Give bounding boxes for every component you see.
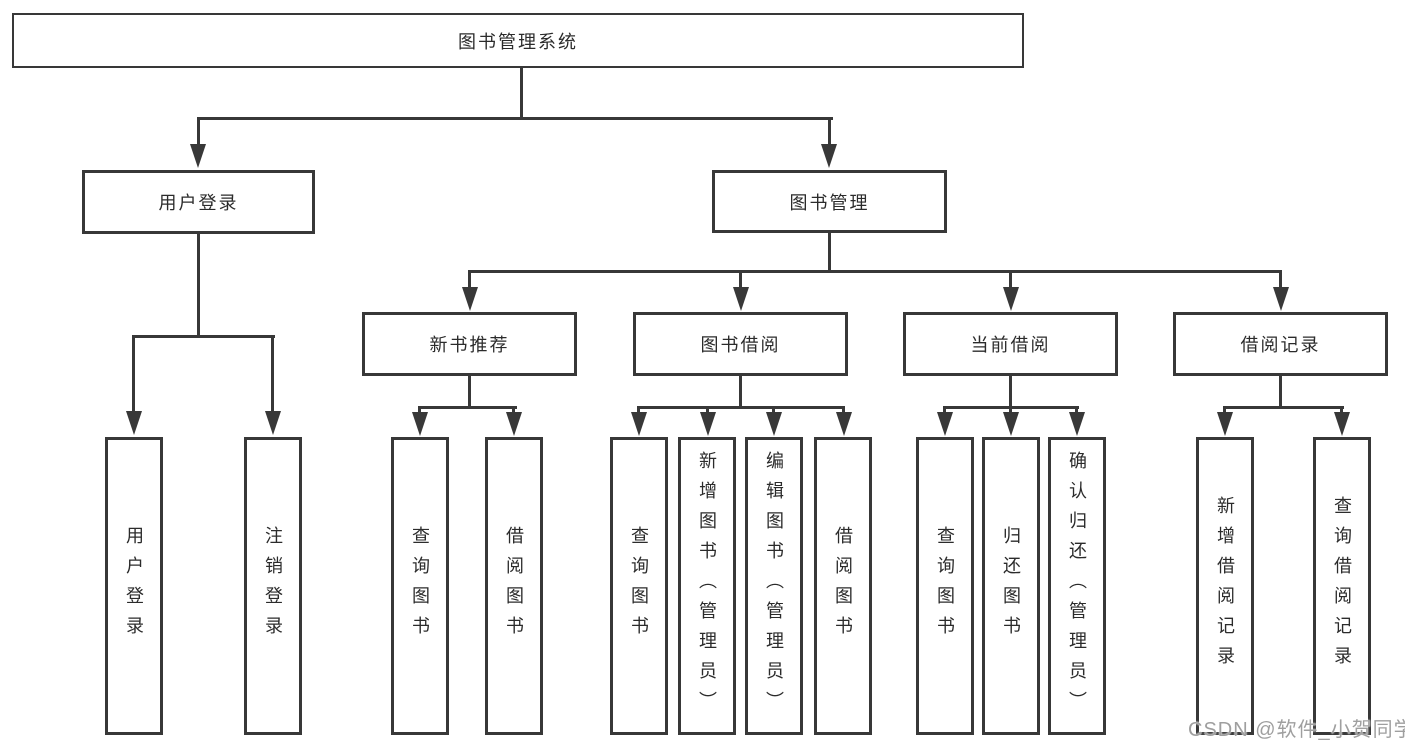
connector-drop (1009, 376, 1012, 408)
leaf-confirm-return-admin: 确认归还（管理员） (1048, 437, 1106, 735)
leaf-borrow-books: 借阅图书 (485, 437, 543, 735)
connector-rail (637, 406, 845, 409)
arrow-down-icon (1334, 412, 1350, 436)
arrow-down-icon (126, 411, 142, 435)
arrow-down-icon (1217, 412, 1233, 436)
arrow-down-icon (462, 287, 478, 311)
leaf-query-books: 查询图书 (391, 437, 449, 735)
arrow-down-icon (265, 411, 281, 435)
arrow-down-icon (836, 412, 852, 436)
connector-arrow-shaft (842, 406, 845, 414)
node-new-book-recommend: 新书推荐 (362, 312, 577, 376)
connector-arrow-shaft (1340, 406, 1343, 414)
connector-arrow-shaft (943, 406, 946, 414)
leaf-edit-books-admin: 编辑图书（管理员） (745, 437, 803, 735)
leaf-logout: 注销登录 (244, 437, 302, 735)
leaf-add-borrow-record: 新增借阅记录 (1196, 437, 1254, 735)
connector-rail (418, 406, 517, 409)
connector-book-mgmt-drop (828, 232, 831, 273)
connector-arrow-shaft (1279, 273, 1282, 289)
node-book-borrow: 图书借阅 (633, 312, 848, 376)
connector-arrow-shaft (1009, 406, 1012, 414)
arrow-down-icon (700, 412, 716, 436)
leaf-query-books: 查询图书 (610, 437, 668, 735)
leaf-borrow-books: 借阅图书 (814, 437, 872, 735)
connector-level3-rail (468, 270, 1282, 273)
node-user-login: 用户登录 (82, 170, 315, 234)
connector-arrow-shaft (197, 120, 200, 146)
arrow-down-icon (1273, 287, 1289, 311)
arrow-down-icon (412, 412, 428, 436)
connector-arrow-shaft (132, 338, 135, 413)
arrow-down-icon (506, 412, 522, 436)
connector-arrow-shaft (772, 406, 775, 414)
leaf-user-login: 用户登录 (105, 437, 163, 735)
connector-arrow-shaft (1009, 273, 1012, 289)
node-book-management: 图书管理 (712, 170, 947, 233)
connector-arrow-shaft (1075, 406, 1078, 414)
connector-drop (739, 376, 742, 408)
arrow-down-icon (1069, 412, 1085, 436)
connector-arrow-shaft (828, 120, 831, 146)
arrow-down-icon (766, 412, 782, 436)
csdn-watermark: CSDN @软件_小贺同学 (1188, 719, 1405, 741)
connector-level2-rail (197, 117, 833, 120)
connector-arrow-shaft (271, 338, 274, 413)
connector-arrow-shaft (1223, 406, 1226, 414)
arrow-down-icon (631, 412, 647, 436)
node-root: 图书管理系统 (12, 13, 1024, 68)
arrow-down-icon (821, 144, 837, 168)
leaf-add-books-admin: 新增图书（管理员） (678, 437, 736, 735)
arrow-down-icon (1003, 287, 1019, 311)
connector-drop (468, 376, 471, 408)
node-current-borrow: 当前借阅 (903, 312, 1118, 376)
arrow-down-icon (190, 144, 206, 168)
connector-arrow-shaft (706, 406, 709, 414)
connector-arrow-shaft (512, 406, 515, 414)
connector-user-login-drop (197, 234, 200, 336)
node-borrow-records: 借阅记录 (1173, 312, 1388, 376)
connector-arrow-shaft (418, 406, 421, 414)
connector-arrow-shaft (468, 273, 471, 289)
connector-arrow-shaft (739, 273, 742, 289)
connector-user-login-rail (132, 335, 275, 338)
connector-arrow-shaft (637, 406, 640, 414)
connector-rail (1223, 406, 1344, 409)
leaf-return-books: 归还图书 (982, 437, 1040, 735)
leaf-query-books: 查询图书 (916, 437, 974, 735)
connector-root-drop (520, 68, 523, 119)
arrow-down-icon (733, 287, 749, 311)
arrow-down-icon (937, 412, 953, 436)
connector-drop (1279, 376, 1282, 408)
arrow-down-icon (1003, 412, 1019, 436)
leaf-query-borrow-record: 查询借阅记录 (1313, 437, 1371, 735)
